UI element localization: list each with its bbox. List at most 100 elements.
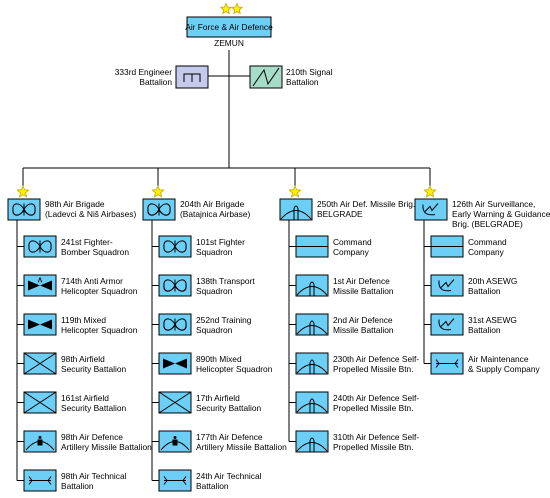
- unit-label-line: Early Warning & Guidance: [452, 209, 550, 219]
- radar-dish-icon: [422, 204, 436, 216]
- signal-icon: [252, 67, 280, 87]
- unit-label-line: Propelled Missile Btn.: [333, 403, 414, 413]
- unit-label-line: 250th Air Def. Missile Brig.: [317, 199, 415, 209]
- radar-signal-icon: [424, 203, 439, 212]
- wrench-icon: [163, 476, 168, 485]
- unit-label: 240th Air Defence Self-Propelled Missile…: [333, 393, 419, 413]
- unit-label: 98th Air Brigade(Ladevci & Niš Airbases): [45, 199, 136, 219]
- unit-label-line: Propelled Missile Btn.: [333, 442, 414, 452]
- unit-label-line: 101st Fighter: [196, 237, 245, 247]
- unit-250th-brigade-3: 230th Air Defence Self-Propelled Missile…: [289, 352, 419, 375]
- unit-label-line: (Batajnica Airbase): [180, 209, 251, 219]
- branch-98th-brigade: 98th Air Brigade(Ladevci & Niš Airbases)…: [7, 168, 152, 492]
- unit-label-line: (Ladevci & Niš Airbases): [45, 209, 136, 219]
- unit-250th-brigade-5: 310th Air Defence Self-Propelled Missile…: [289, 430, 419, 453]
- unit-label-line: Security Battalion: [61, 364, 127, 374]
- radar-dish-icon: [438, 319, 452, 331]
- radar-signal-icon: [440, 279, 455, 288]
- brigade-box: [279, 198, 313, 221]
- unit-box: [295, 274, 329, 297]
- unit-label-line: 1st Air Defence: [333, 276, 390, 286]
- unit-box: [295, 313, 329, 336]
- unit-label-line: 333rd Engineer: [115, 67, 172, 77]
- missile-body-icon: [37, 439, 43, 446]
- wing-icon: [163, 284, 187, 292]
- rotor-icon: [40, 319, 52, 330]
- unit-label-line: Helicopter Squadron: [61, 286, 138, 296]
- wing-icon: [163, 323, 187, 331]
- unit-label: 250th Air Def. Missile Brig.BELGRADE: [317, 199, 415, 219]
- dome-icon: [296, 286, 328, 296]
- wing-icon: [28, 240, 41, 253]
- cross-icon: [158, 391, 192, 414]
- unit-label-line: Battalion: [468, 325, 501, 335]
- cross-icon: [23, 352, 57, 375]
- unit-label-line: 98th Air Technical: [61, 471, 127, 481]
- unit-label-line: 98th Airfield: [61, 354, 105, 364]
- unit-label: 241st Fighter-Bomber Squadron: [61, 237, 129, 257]
- unit-box: [295, 430, 329, 453]
- unit-label-line: Battalion: [286, 77, 319, 87]
- wing-icon: [12, 208, 36, 216]
- unit-label-line: Squadron: [196, 286, 233, 296]
- rotor-icon: [40, 280, 52, 291]
- missile-icon: [309, 398, 315, 413]
- unit-98th-brigade-0: 241st Fighter-Bomber Squadron: [17, 235, 129, 258]
- missile-tip-icon: [173, 436, 177, 439]
- rank-star-icon: [151, 184, 165, 198]
- rotor-icon: [175, 358, 187, 369]
- unit-label-line: Security Battalion: [61, 403, 127, 413]
- cross-icon: [23, 391, 57, 414]
- missile-icon: [309, 281, 315, 296]
- unit-label-line: 24th Air Technical: [196, 471, 262, 481]
- unit-label-line: & Supply Company: [468, 364, 541, 374]
- unit-label-line: 98th Air Brigade: [45, 199, 105, 209]
- rank-star-icon: [230, 2, 244, 15]
- unit-label-line: Battalion: [196, 481, 229, 491]
- missile-tip-icon: [38, 436, 42, 439]
- unit-label-line: Company: [333, 247, 370, 257]
- unit-label-line: 126th Air Surveillance,: [452, 199, 535, 209]
- missile-icon: [309, 320, 315, 335]
- anti-armor-mark: Ʌ: [38, 278, 43, 285]
- unit-label-line: 138th Transport: [196, 276, 255, 286]
- unit-label-line: 310th Air Defence Self-: [333, 432, 419, 442]
- rotor-icon: [28, 319, 40, 330]
- rotor-icon: [28, 280, 40, 291]
- missile-body-icon: [172, 439, 178, 446]
- unit-label: 310th Air Defence Self-Propelled Missile…: [333, 432, 419, 452]
- unit-126th-brigade-3: Air Maintenance& Supply Company: [424, 352, 541, 375]
- unit-label-line: Missile Battalion: [333, 325, 394, 335]
- unit-label-line: 31st ASEWG: [468, 315, 517, 325]
- unit-label-line: Helicopter Squadron: [61, 325, 138, 335]
- dome-icon: [296, 325, 328, 335]
- unit-label-line: Command: [468, 237, 507, 247]
- unit-label-line: Bomber Squadron: [61, 247, 129, 257]
- wrench-icon: [28, 476, 33, 485]
- rank-star-icon: [219, 2, 233, 15]
- unit-label-line: Helicopter Squadron: [196, 364, 273, 374]
- hq-title: Air Force & Air Defence: [185, 22, 273, 32]
